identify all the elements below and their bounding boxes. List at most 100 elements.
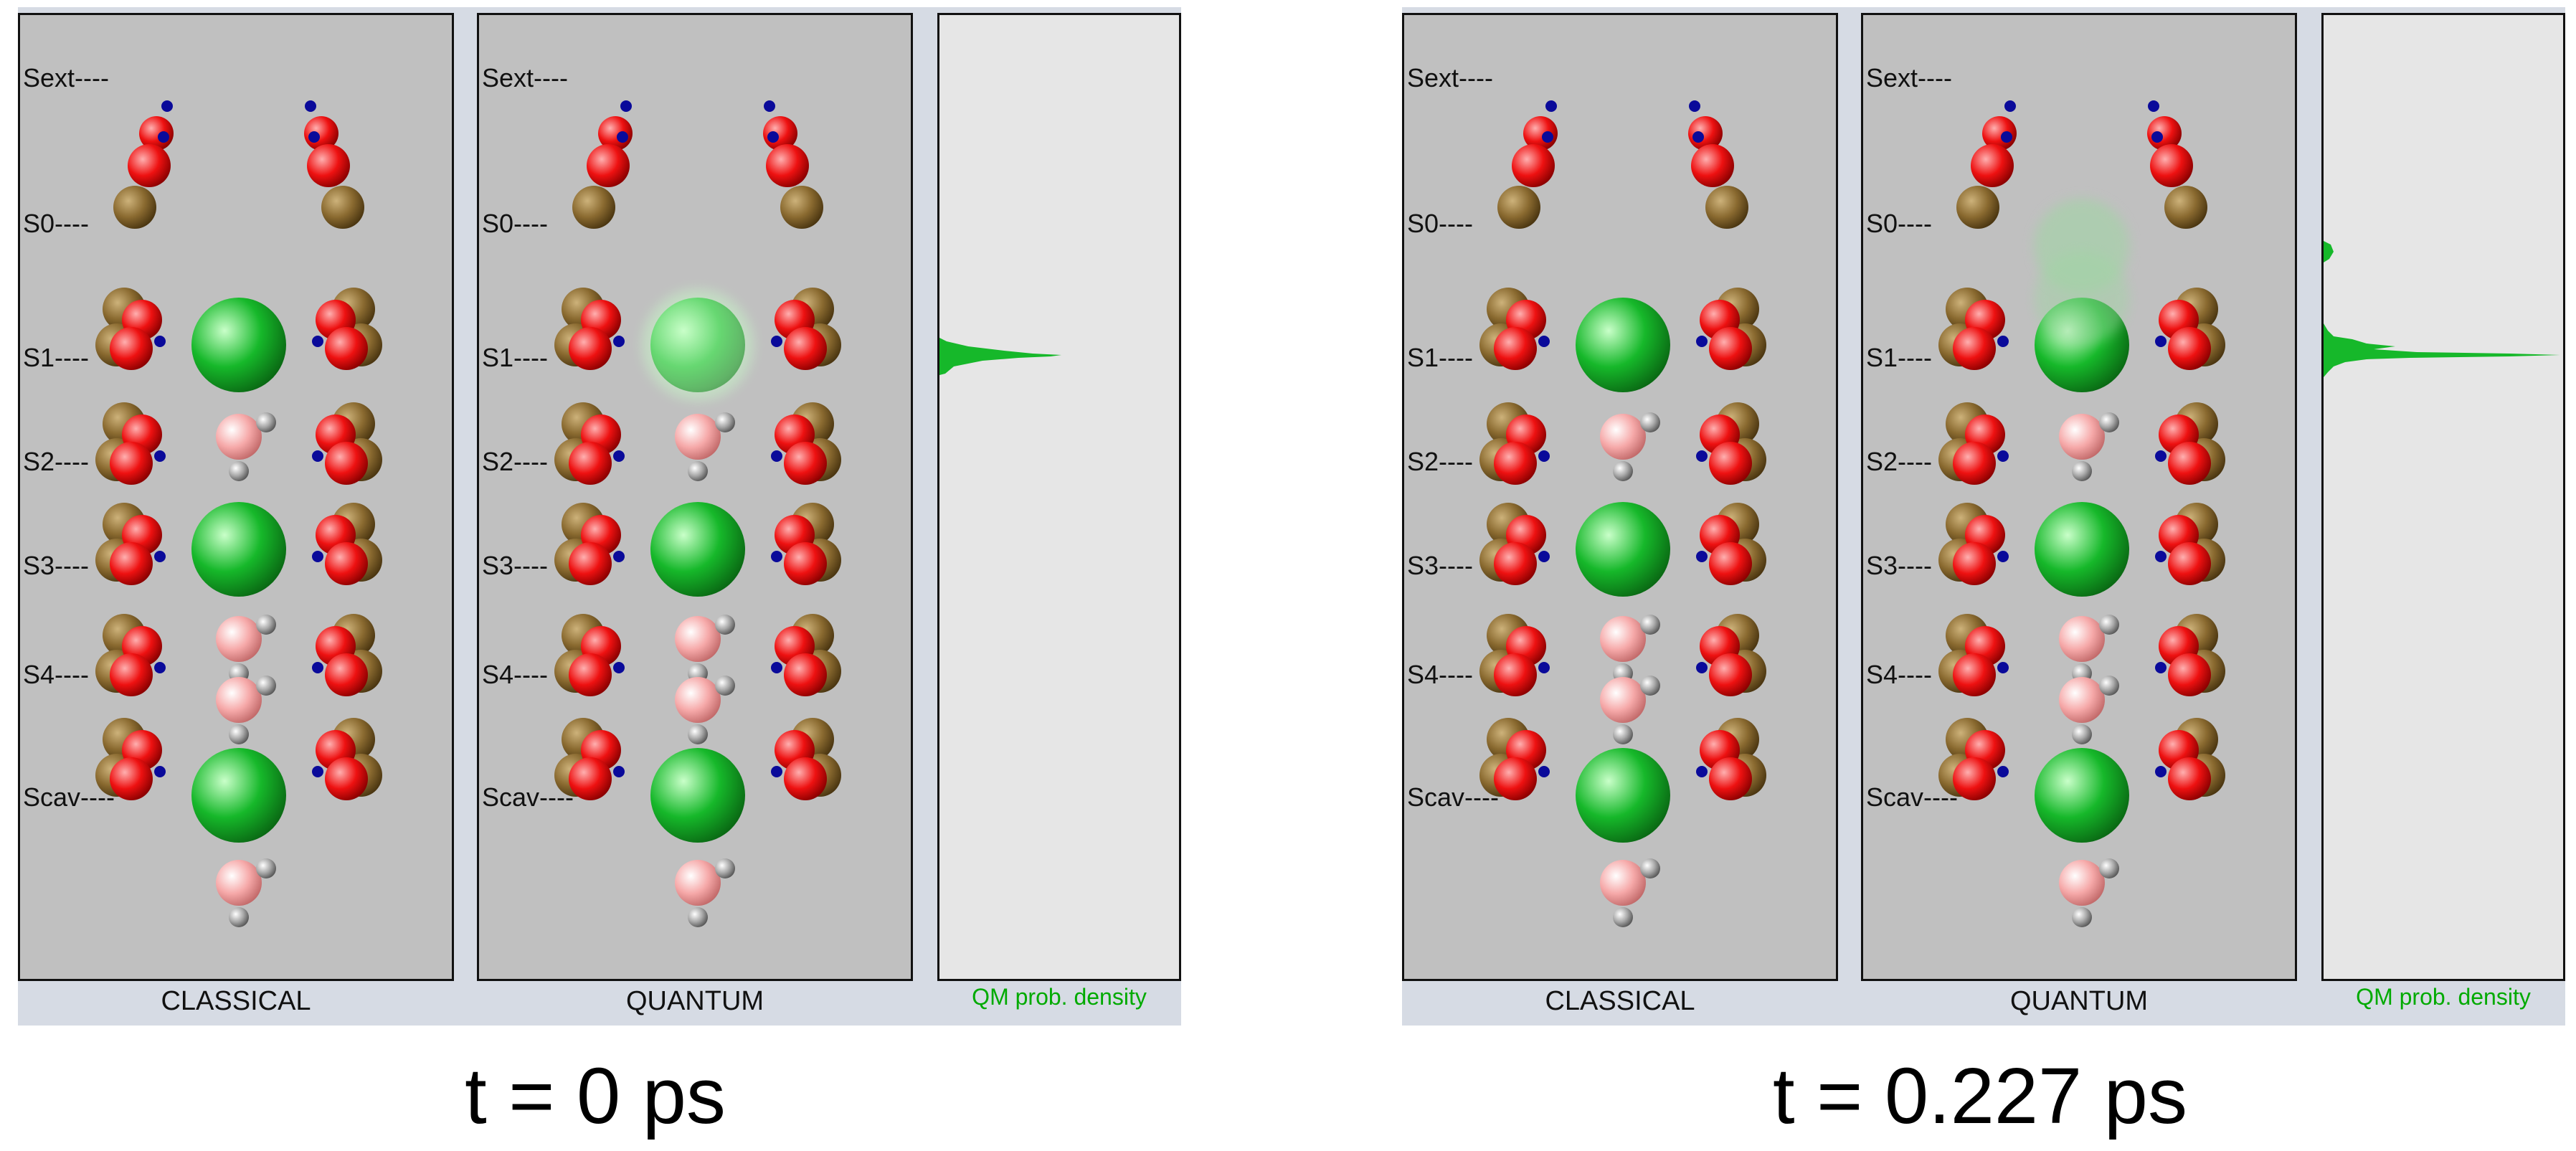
nitrogen-atom <box>2155 336 2167 347</box>
nitrogen-atom <box>1696 336 1708 347</box>
oxygen-atom <box>325 542 368 585</box>
nitrogen-atom <box>312 766 323 777</box>
density-peak <box>939 338 1061 375</box>
nitrogen-atom <box>308 131 320 143</box>
oxygen-atom <box>569 542 612 585</box>
hydrogen-atom <box>688 461 708 481</box>
oxygen-atom <box>587 144 630 187</box>
nitrogen-atom <box>1997 336 2009 347</box>
classical-panel: Sext----S0----S1----S2----S3----S4----Sc… <box>1402 13 1838 981</box>
oxygen-atom <box>325 653 368 696</box>
oxygen-atom <box>325 327 368 370</box>
nitrogen-atom <box>2148 100 2159 112</box>
nitrogen-atom <box>620 100 632 112</box>
site-label: Sext---- <box>1866 63 1952 93</box>
time-label: t = 0.227 ps <box>1773 1052 2187 1140</box>
nitrogen-atom <box>154 450 166 462</box>
nitrogen-atom <box>154 766 166 777</box>
nitrogen-atom <box>1997 450 2009 462</box>
nitrogen-atom <box>767 131 779 143</box>
time-label: t = 0 ps <box>465 1052 726 1140</box>
nitrogen-atom <box>312 551 323 562</box>
water-oxygen-atom <box>2059 616 2105 662</box>
water-oxygen-atom <box>675 616 721 662</box>
site-label: S3---- <box>1407 551 1473 580</box>
hydrogen-atom <box>256 676 276 696</box>
hydrogen-atom <box>1640 676 1660 696</box>
density-panel <box>2321 13 2565 981</box>
hydrogen-atom <box>688 724 708 744</box>
hydrogen-atom <box>715 615 735 635</box>
classical-scene: Sext----S0----S1----S2----S3----S4----Sc… <box>1407 63 1766 927</box>
quantum-panel: Sext----S0----S1----S2----S3----S4----Sc… <box>477 13 913 981</box>
oxygen-atom <box>784 757 827 800</box>
potassium-ion <box>650 748 745 843</box>
water-oxygen-atom <box>1600 677 1646 723</box>
oxygen-atom <box>1709 757 1752 800</box>
oxygen-atom <box>784 327 827 370</box>
quantum-caption: QUANTUM <box>625 986 764 1016</box>
carbon-atom <box>1497 186 1540 229</box>
quantum-scene: Sext----S0----S1----S2----S3----S4----Sc… <box>1866 63 2225 927</box>
water-oxygen-atom <box>675 860 721 906</box>
site-label: S0---- <box>1407 209 1473 238</box>
oxygen-atom <box>1709 327 1752 370</box>
nitrogen-atom <box>1538 766 1550 777</box>
water-oxygen-atom <box>216 414 262 460</box>
site-label: S0---- <box>1866 209 1932 238</box>
hydrogen-atom <box>1640 858 1660 878</box>
classical-scene: Sext----S0----S1----S2----S3----S4----Sc… <box>23 63 382 927</box>
oxygen-atom <box>1494 327 1537 370</box>
nitrogen-atom <box>613 662 625 673</box>
ion-probability-cloud <box>642 289 754 401</box>
nitrogen-atom <box>764 100 775 112</box>
quantum-scene: Sext----S0----S1----S2----S3----S4----Sc… <box>482 63 841 927</box>
nitrogen-atom <box>2155 551 2167 562</box>
site-label: S3---- <box>482 551 548 580</box>
density-peak-small <box>2324 241 2334 262</box>
oxygen-atom <box>784 653 827 696</box>
oxygen-atom <box>569 653 612 696</box>
site-label: S0---- <box>23 209 89 238</box>
oxygen-atom <box>1709 653 1752 696</box>
water-oxygen-atom <box>216 616 262 662</box>
nitrogen-atom <box>161 100 173 112</box>
hydrogen-atom <box>1613 461 1633 481</box>
oxygen-atom <box>766 144 809 187</box>
oxygen-atom <box>784 542 827 585</box>
snapshot-t0: Sext----S0----S1----S2----S3----S4----Sc… <box>0 0 1190 1151</box>
site-label: S3---- <box>23 551 89 580</box>
site-label: S2---- <box>23 447 89 476</box>
nitrogen-atom <box>1689 100 1700 112</box>
water-oxygen-atom <box>1600 414 1646 460</box>
nitrogen-atom <box>613 336 625 347</box>
oxygen-atom <box>2150 144 2193 187</box>
hydrogen-atom <box>1613 724 1633 744</box>
hydrogen-atom <box>715 858 735 878</box>
snapshot-t227: Sext----S0----S1----S2----S3----S4----Sc… <box>1384 0 2576 1151</box>
site-label: S4---- <box>23 660 89 689</box>
carbon-atom <box>780 186 823 229</box>
site-label: S1---- <box>1407 343 1473 372</box>
oxygen-atom <box>2168 653 2211 696</box>
water-oxygen-atom <box>2059 677 2105 723</box>
oxygen-atom <box>325 442 368 485</box>
hydrogen-atom <box>1640 615 1660 635</box>
water-oxygen-atom <box>1600 616 1646 662</box>
water-oxygen-atom <box>2059 414 2105 460</box>
oxygen-atom <box>1494 757 1537 800</box>
water-oxygen-atom <box>216 677 262 723</box>
nitrogen-atom <box>771 766 782 777</box>
oxygen-atom <box>2168 542 2211 585</box>
site-label: Sext---- <box>482 63 568 93</box>
nitrogen-atom <box>2151 131 2163 143</box>
oxygen-atom <box>569 327 612 370</box>
oxygen-atom <box>784 442 827 485</box>
oxygen-atom <box>1709 442 1752 485</box>
water-oxygen-atom <box>675 677 721 723</box>
hydrogen-atom <box>1640 412 1660 432</box>
site-label: S1---- <box>23 343 89 372</box>
potassium-ion <box>1576 502 1670 597</box>
oxygen-atom <box>569 442 612 485</box>
oxygen-atom <box>1953 757 1996 800</box>
